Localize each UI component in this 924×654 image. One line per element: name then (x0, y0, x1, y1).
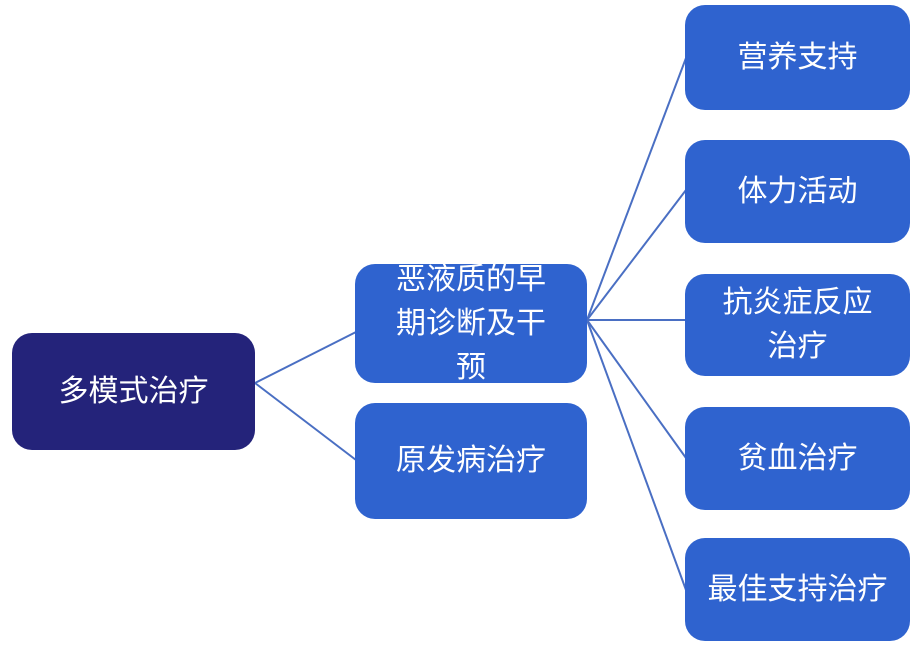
leaf-label: 体力活动 (737, 173, 858, 209)
leaf-best-support: 最佳支持治疗 (685, 538, 910, 641)
edge-to-nutrition (586, 57, 687, 321)
node-label: 恶液质的早期诊断及干预 (396, 261, 546, 385)
leaf-anemia: 贫血治疗 (685, 407, 910, 510)
leaf-label: 最佳支持治疗 (707, 571, 888, 607)
leaf-anti-inflammation: 抗炎症反应治疗 (685, 274, 910, 376)
edge-root-to-primary-disease (254, 382, 357, 461)
node-primary-disease: 原发病治疗 (355, 403, 587, 519)
edge-root-to-early-diagnosis (254, 331, 357, 384)
leaf-label: 营养支持 (737, 39, 858, 75)
leaf-label: 抗炎症反应治疗 (722, 285, 873, 364)
edge-to-physical-activity (586, 189, 687, 321)
leaf-label: 贫血治疗 (737, 440, 858, 476)
root-node: 多模式治疗 (12, 333, 255, 450)
edge-to-anemia (586, 319, 687, 459)
leaf-nutrition: 营养支持 (685, 5, 910, 110)
leaf-physical-activity: 体力活动 (685, 140, 910, 243)
root-label: 多模式治疗 (58, 373, 209, 409)
edge-to-best-support (586, 319, 687, 591)
node-label: 原发病治疗 (396, 443, 546, 478)
node-early-diagnosis: 恶液质的早期诊断及干预 (355, 262, 587, 385)
